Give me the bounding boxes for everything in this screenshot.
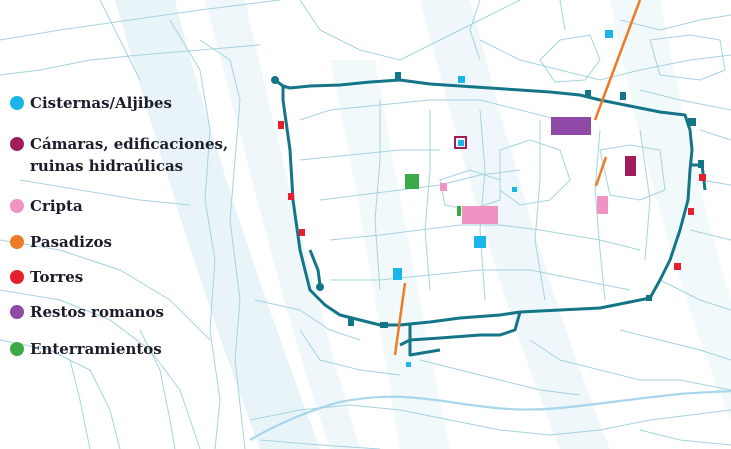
wall-tower-n3 [585, 90, 591, 96]
legend-label: Pasadizos [30, 233, 112, 251]
passages [393, 0, 642, 356]
wall-tower-n2 [620, 92, 626, 100]
burials [405, 174, 461, 216]
legend-item-enterramientos: Enterramientos [10, 338, 162, 360]
wall-tower-s2 [348, 318, 354, 326]
legend-label: Cripta [30, 197, 83, 215]
camaras-swatch [10, 137, 24, 151]
legend-label: Cámaras, edificaciones, ruinas hidraúlic… [30, 135, 229, 175]
legend-item-restos-romanos: Restos romanos [10, 301, 164, 323]
legend-label: Restos romanos [30, 303, 164, 321]
wall-tower-e [698, 160, 704, 168]
towers [278, 121, 706, 270]
crypts [440, 183, 608, 224]
cisternas-swatch [10, 96, 24, 110]
enterramientos-swatch [10, 342, 24, 356]
legend-label: Cisternas/Aljibes [30, 94, 172, 112]
wall-tower-n [395, 72, 401, 80]
restos-romanos-swatch [10, 305, 24, 319]
legend-item-camaras: Cámaras, edificaciones, ruinas hidraúlic… [10, 133, 228, 177]
cripta-swatch [10, 199, 24, 213]
chambers [454, 136, 636, 176]
legend-item-cripta: Cripta [10, 195, 83, 217]
roman-remains [551, 117, 591, 135]
wall-tower-ne [688, 118, 696, 126]
wall-bastion-nw [271, 76, 279, 84]
legend-item-torres: Torres [10, 266, 83, 288]
river [249, 389, 731, 441]
legend-label: Enterramientos [30, 340, 162, 358]
watermark-shapes [115, 0, 731, 449]
city-wall [274, 78, 707, 357]
legend-item-cisternas: Cisternas/Aljibes [10, 92, 172, 114]
wall-bastion-sw [316, 283, 324, 291]
wall-tower-se [646, 295, 652, 301]
wall-tower-s [380, 322, 388, 328]
torres-swatch [10, 270, 24, 284]
legend-label: Torres [30, 268, 84, 286]
pasadizos-swatch [10, 235, 24, 249]
legend-item-pasadizos: Pasadizos [10, 231, 112, 253]
